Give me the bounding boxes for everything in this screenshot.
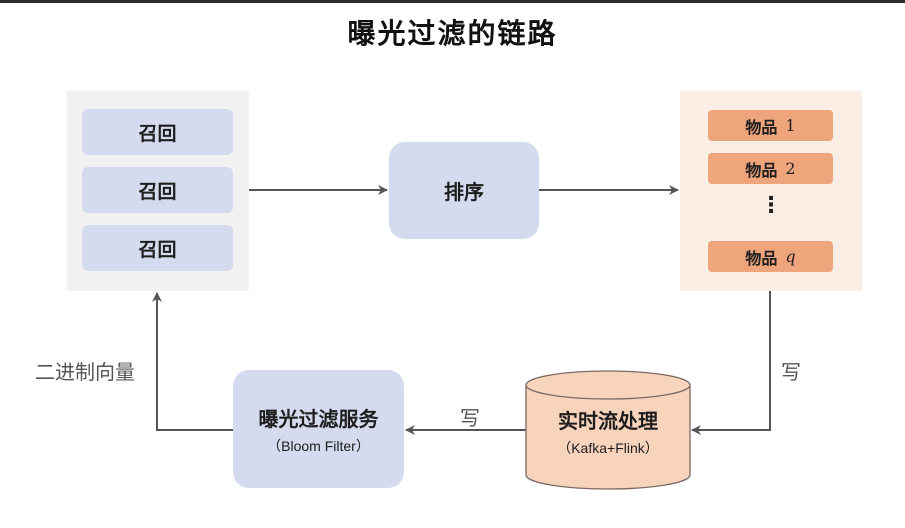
sort-label: 排序 bbox=[444, 180, 484, 204]
recall-box: 召回 bbox=[82, 225, 233, 271]
edge-label-binary-vector: 二进制向量 bbox=[35, 360, 135, 384]
filter-label: 曝光过滤服务 bbox=[258, 406, 379, 431]
top-border-line bbox=[0, 0, 905, 3]
item-box: 物品 q bbox=[708, 241, 833, 272]
stream-label: 实时流处理 bbox=[558, 409, 658, 433]
edge-label-write: 写 bbox=[460, 406, 480, 430]
stream-cylinder bbox=[525, 370, 691, 490]
filter-service-box: 曝光过滤服务 （Bloom Filter） bbox=[233, 370, 404, 488]
item-box: 物品 1 bbox=[708, 110, 833, 141]
edge-label-write: 写 bbox=[781, 360, 801, 384]
item-label: 物品 bbox=[745, 160, 778, 180]
item-number: 2 bbox=[785, 159, 796, 178]
stream-processing-node: 实时流处理 （Kafka+Flink） bbox=[526, 405, 690, 458]
items-panel: 物品 1 物品 2 ⋮ 物品 q bbox=[680, 91, 862, 291]
recall-panel: 召回 召回 召回 bbox=[67, 91, 249, 291]
arrow-items-to-stream bbox=[691, 291, 771, 435]
recall-box: 召回 bbox=[82, 109, 233, 155]
filter-sub: （Bloom Filter） bbox=[267, 437, 370, 454]
item-label: 物品 bbox=[745, 248, 778, 268]
item-number: q bbox=[785, 247, 796, 266]
recall-box: 召回 bbox=[82, 167, 233, 213]
page-title: 曝光过滤的链路 bbox=[347, 17, 558, 50]
stream-sub: （Kafka+Flink） bbox=[557, 440, 659, 456]
arrow-filter-to-recall bbox=[152, 292, 233, 431]
item-number: 1 bbox=[785, 116, 796, 135]
item-box: 物品 2 bbox=[708, 153, 833, 184]
sort-box: 排序 bbox=[389, 142, 539, 239]
item-label: 物品 bbox=[745, 117, 778, 137]
